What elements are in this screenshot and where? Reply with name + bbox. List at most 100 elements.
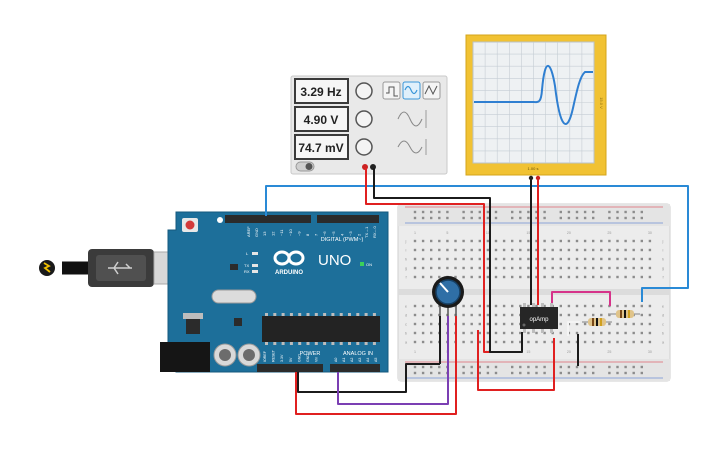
- rail-hole[interactable]: [583, 371, 587, 375]
- breadboard-hole[interactable]: [567, 340, 571, 344]
- rail-hole[interactable]: [535, 216, 538, 220]
- breadboard-hole[interactable]: [535, 340, 538, 344]
- breadboard-hole[interactable]: [486, 257, 490, 261]
- rail-hole[interactable]: [527, 216, 530, 220]
- breadboard-hole[interactable]: [600, 340, 603, 344]
- breadboard-hole[interactable]: [511, 248, 514, 252]
- rail-hole[interactable]: [519, 371, 522, 375]
- rail-hole[interactable]: [511, 210, 514, 214]
- breadboard-hole[interactable]: [446, 239, 449, 243]
- rail-hole[interactable]: [486, 365, 490, 369]
- rail-hole[interactable]: [559, 216, 562, 220]
- breadboard-hole[interactable]: [632, 257, 635, 261]
- rail-hole[interactable]: [543, 210, 546, 214]
- rail-hole[interactable]: [430, 365, 433, 369]
- breadboard-hole[interactable]: [559, 331, 562, 335]
- breadboard-hole[interactable]: [502, 313, 506, 317]
- rail-hole[interactable]: [511, 365, 514, 369]
- breadboard-hole[interactable]: [519, 248, 522, 252]
- breadboard-hole[interactable]: [462, 275, 465, 279]
- wire-blue-gnd[interactable]: [265, 185, 689, 302]
- rail-hole[interactable]: [640, 210, 643, 214]
- breadboard-hole[interactable]: [648, 322, 652, 326]
- breadboard-hole[interactable]: [583, 257, 587, 261]
- rail-hole[interactable]: [575, 216, 579, 220]
- breadboard-hole[interactable]: [543, 248, 546, 252]
- breadboard-hole[interactable]: [559, 266, 562, 270]
- breadboard-hole[interactable]: [527, 331, 530, 335]
- breadboard-hole[interactable]: [470, 304, 473, 308]
- breadboard-hole[interactable]: [616, 340, 619, 344]
- breadboard-hole[interactable]: [462, 313, 465, 317]
- breadboard-hole[interactable]: [575, 248, 579, 252]
- rail-hole[interactable]: [413, 210, 417, 214]
- breadboard-hole[interactable]: [446, 257, 449, 261]
- breadboard-hole[interactable]: [616, 257, 619, 261]
- rail-hole[interactable]: [535, 365, 538, 369]
- breadboard-hole[interactable]: [624, 304, 627, 308]
- breadboard-hole[interactable]: [592, 340, 595, 344]
- breadboard-hole[interactable]: [462, 340, 465, 344]
- breadboard-hole[interactable]: [519, 257, 522, 261]
- breadboard-hole[interactable]: [438, 248, 441, 252]
- rail-hole[interactable]: [608, 216, 611, 220]
- rail-hole[interactable]: [592, 216, 595, 220]
- breadboard-hole[interactable]: [430, 275, 433, 279]
- breadboard-hole[interactable]: [421, 304, 425, 308]
- breadboard-hole[interactable]: [413, 304, 417, 308]
- breadboard-hole[interactable]: [632, 304, 635, 308]
- breadboard-hole[interactable]: [575, 257, 579, 261]
- breadboard-hole[interactable]: [551, 239, 554, 243]
- breadboard-hole[interactable]: [575, 322, 579, 326]
- breadboard-hole[interactable]: [543, 340, 546, 344]
- breadboard-hole[interactable]: [592, 304, 595, 308]
- breadboard-hole[interactable]: [600, 304, 603, 308]
- breadboard-hole[interactable]: [494, 248, 498, 252]
- breadboard-hole[interactable]: [583, 313, 587, 317]
- breadboard-hole[interactable]: [430, 248, 433, 252]
- rail-hole[interactable]: [527, 210, 530, 214]
- breadboard-hole[interactable]: [632, 340, 635, 344]
- breadboard-hole[interactable]: [494, 257, 498, 261]
- breadboard-hole[interactable]: [600, 313, 603, 317]
- breadboard-hole[interactable]: [430, 313, 433, 317]
- breadboard-hole[interactable]: [421, 313, 425, 317]
- power-header[interactable]: [257, 364, 323, 372]
- breadboard-hole[interactable]: [470, 239, 473, 243]
- rail-hole[interactable]: [624, 216, 627, 220]
- breadboard-hole[interactable]: [502, 340, 506, 344]
- breadboard-hole[interactable]: [430, 322, 433, 326]
- breadboard-hole[interactable]: [608, 340, 611, 344]
- breadboard-hole[interactable]: [648, 331, 652, 335]
- breadboard-hole[interactable]: [430, 257, 433, 261]
- breadboard-hole[interactable]: [640, 313, 643, 317]
- breadboard-hole[interactable]: [527, 248, 530, 252]
- rail-hole[interactable]: [616, 210, 619, 214]
- breadboard-hole[interactable]: [551, 248, 554, 252]
- breadboard-hole[interactable]: [413, 331, 417, 335]
- breadboard-hole[interactable]: [470, 322, 473, 326]
- breadboard-hole[interactable]: [648, 257, 652, 261]
- breadboard-hole[interactable]: [583, 331, 587, 335]
- breadboard-hole[interactable]: [446, 266, 449, 270]
- breadboard-hole[interactable]: [519, 239, 522, 243]
- wire-black-fg-ground[interactable]: [373, 168, 523, 353]
- rail-hole[interactable]: [462, 216, 465, 220]
- rail-hole[interactable]: [583, 365, 587, 369]
- rail-hole[interactable]: [592, 365, 595, 369]
- breadboard-hole[interactable]: [478, 304, 481, 308]
- breadboard-hole[interactable]: [421, 331, 425, 335]
- breadboard-hole[interactable]: [421, 248, 425, 252]
- breadboard-hole[interactable]: [478, 266, 481, 270]
- amplitude-display[interactable]: [294, 106, 349, 132]
- breadboard-hole[interactable]: [648, 304, 652, 308]
- breadboard-hole[interactable]: [632, 239, 635, 243]
- rail-hole[interactable]: [421, 365, 425, 369]
- digital-header-right[interactable]: [317, 215, 379, 223]
- breadboard-hole[interactable]: [535, 275, 538, 279]
- breadboard-hole[interactable]: [511, 257, 514, 261]
- breadboard-hole[interactable]: [616, 331, 619, 335]
- rail-hole[interactable]: [575, 210, 579, 214]
- breadboard-hole[interactable]: [527, 340, 530, 344]
